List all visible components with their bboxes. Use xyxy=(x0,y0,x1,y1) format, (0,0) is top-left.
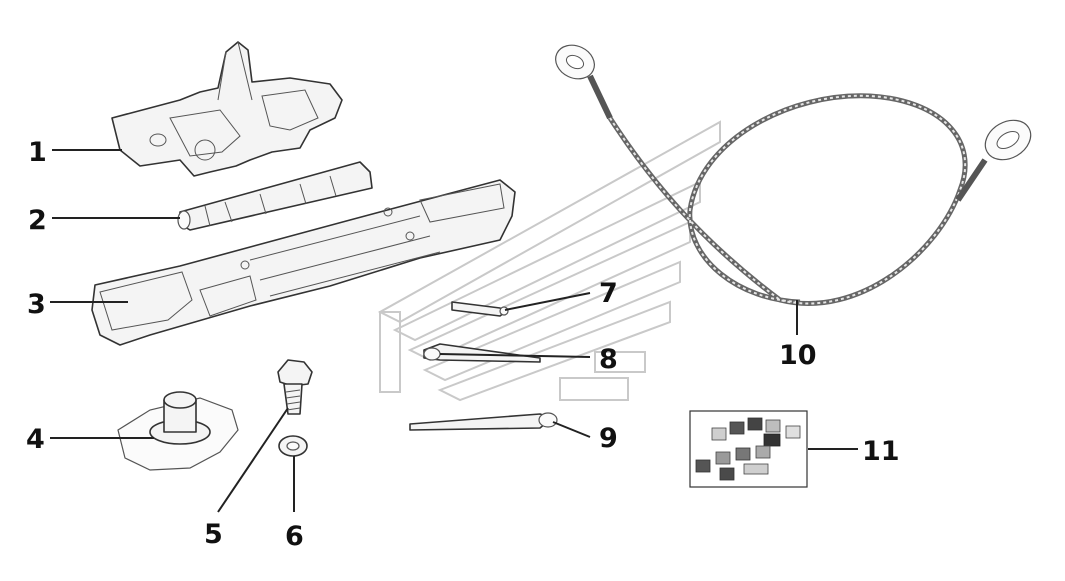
leader-line-8 xyxy=(439,353,591,358)
part-9-cotter-pin-long xyxy=(409,412,558,431)
part-10-wire-cable xyxy=(555,44,1032,306)
part-11-fuse-set xyxy=(689,410,808,488)
watermark-logo xyxy=(377,120,721,402)
callout-9: 9 xyxy=(599,423,618,454)
callout-3: 3 xyxy=(27,289,46,320)
callout-2: 2 xyxy=(28,205,47,236)
part-7-cotter-pin-small xyxy=(451,301,509,317)
callout-11: 11 xyxy=(862,436,900,467)
callout-10: 10 xyxy=(779,340,817,371)
callout-5: 5 xyxy=(204,519,223,550)
part-5-bolt xyxy=(277,359,313,415)
part-3-base-plate xyxy=(91,179,516,346)
callout-8: 8 xyxy=(599,344,618,375)
part-6-washer xyxy=(278,435,308,457)
callout-1: 1 xyxy=(28,137,47,168)
part-4-stud-mount xyxy=(117,391,239,471)
leader-line-5 xyxy=(217,407,289,513)
callout-4: 4 xyxy=(26,424,45,455)
callout-7: 7 xyxy=(599,278,618,309)
leader-line-7 xyxy=(504,292,591,311)
part-1-hinge-bracket xyxy=(111,41,343,177)
part-2-pin-shaft xyxy=(177,161,373,231)
part-8-cotter-pin-medium xyxy=(423,343,541,363)
leader-line-9 xyxy=(552,421,591,438)
callout-6: 6 xyxy=(285,521,304,552)
